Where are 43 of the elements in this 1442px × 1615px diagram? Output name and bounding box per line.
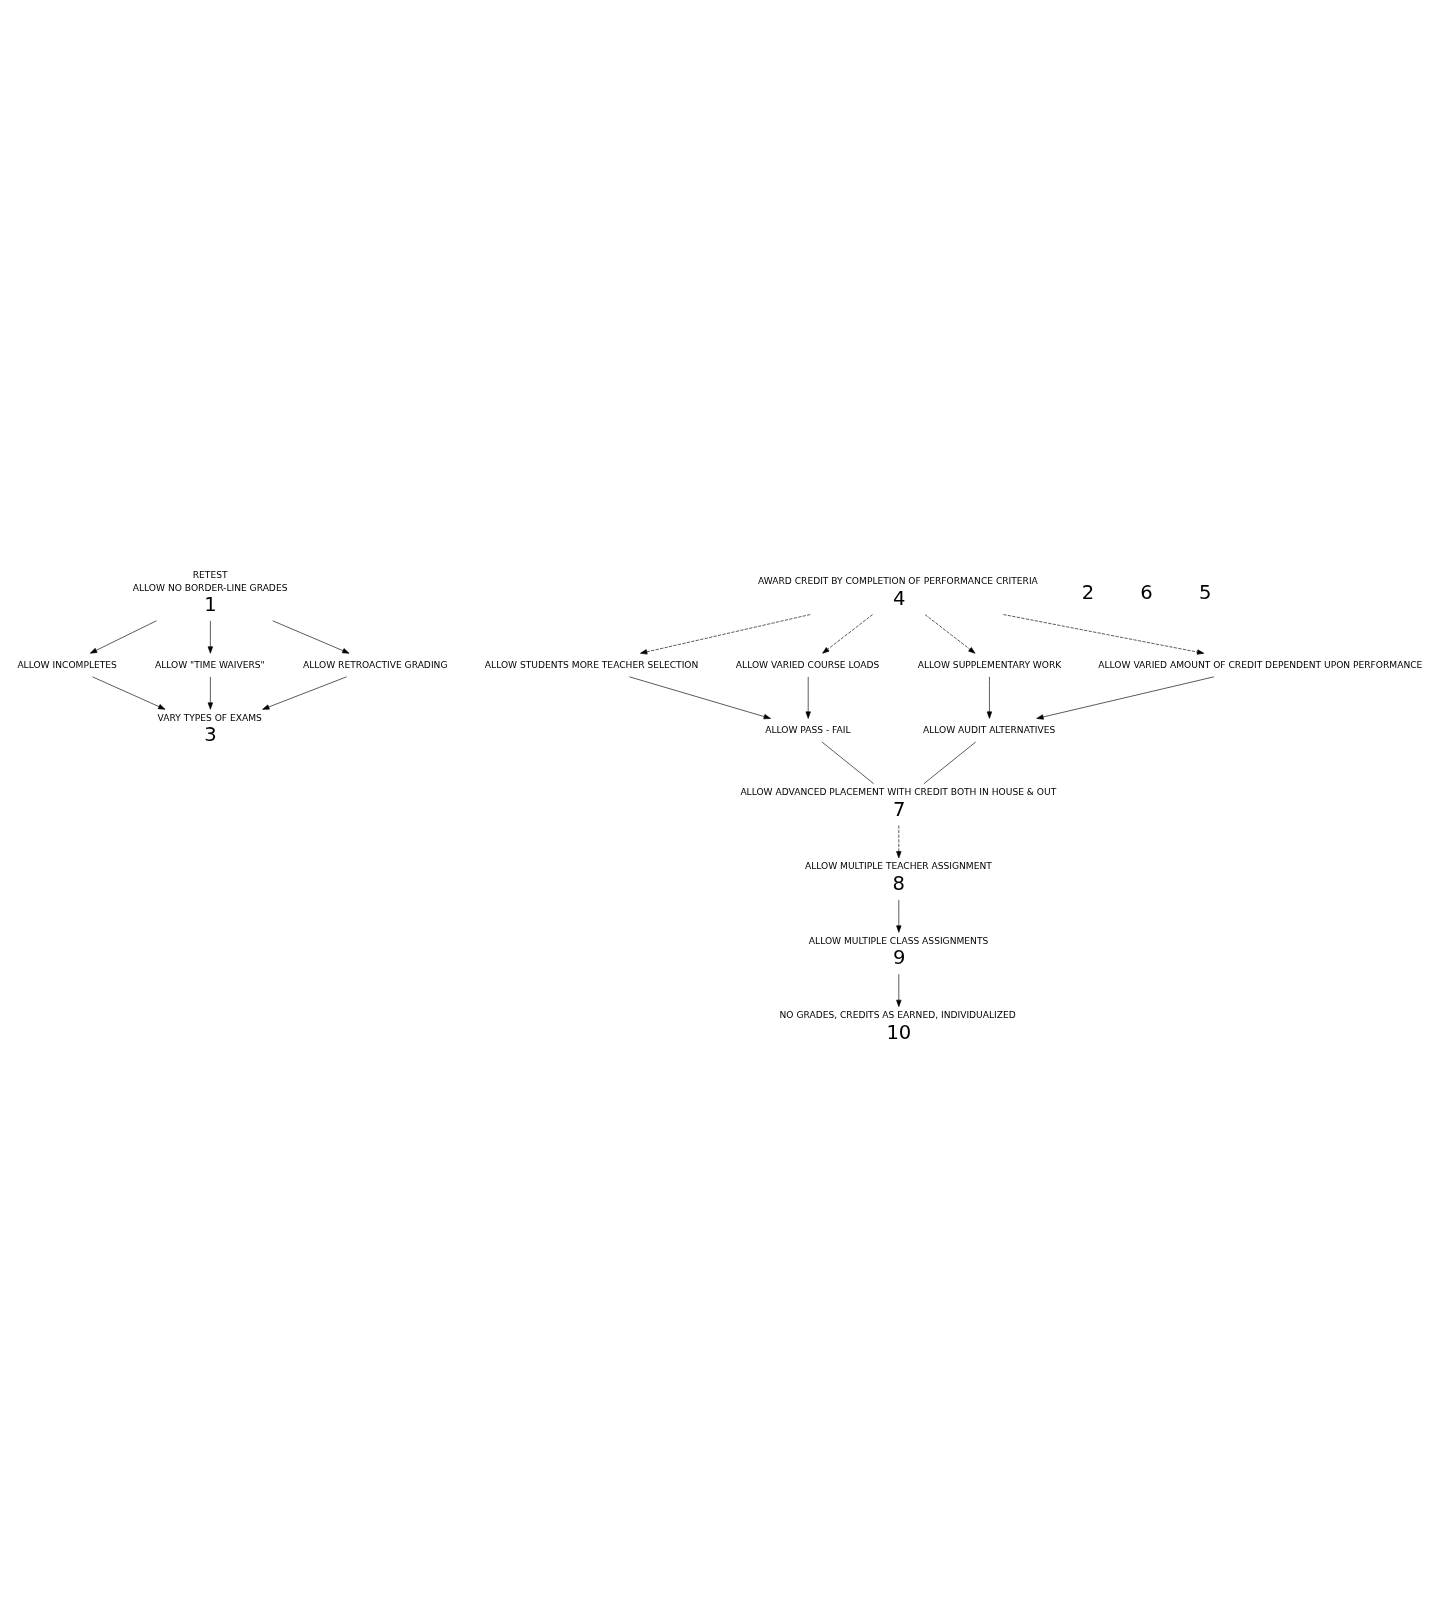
node-label: 3 bbox=[204, 723, 217, 747]
arrow bbox=[1036, 676, 1215, 720]
node-text: ALLOW MULTIPLE TEACHER ASSIGNMENT bbox=[804, 861, 992, 872]
node-text: VARY TYPES OF EXAMS bbox=[157, 712, 262, 723]
node-label: 9 bbox=[892, 946, 906, 970]
node-label: 10 bbox=[886, 1020, 912, 1044]
arrow bbox=[896, 899, 902, 933]
node-text: ALLOW VARIED COURSE LOADS bbox=[735, 659, 880, 670]
arrow bbox=[822, 614, 873, 654]
node-text: AWARD CREDIT BY COMPLETION OF PERFORMANCE CRITERIA bbox=[758, 576, 1038, 587]
arrow bbox=[207, 620, 213, 654]
label: 5 bbox=[1199, 580, 1212, 604]
label: 6 bbox=[1140, 580, 1153, 604]
arrow bbox=[805, 676, 811, 719]
node-text: ALLOW AUDIT ALTERNATIVES bbox=[922, 724, 1056, 735]
node-text: ALLOW "TIME WAIVERS" bbox=[154, 659, 265, 670]
node-label: 1 bbox=[204, 593, 217, 617]
node-text: ALLOW ADVANCED PLACEMENT WITH CREDIT BOTH IN HOUSE & OUT bbox=[740, 786, 1057, 797]
label: 2 bbox=[1081, 580, 1095, 604]
arrow bbox=[89, 620, 157, 654]
node-text: RETEST ALLOW NO BORDER-LINE GRADES bbox=[132, 570, 288, 593]
arrow bbox=[262, 676, 347, 710]
arrow bbox=[92, 676, 166, 710]
node-text: NO GRADES, CREDITS AS EARNED, INDIVIDUALIZED bbox=[779, 1009, 1016, 1020]
node-label: 4 bbox=[892, 586, 906, 610]
node-text: ALLOW SUPPLEMENTARY WORK bbox=[917, 659, 1062, 670]
arrow bbox=[896, 973, 902, 1007]
node-text: ALLOW VARIED AMOUNT OF CREDIT DEPENDENT UPON PERFORMANCE bbox=[1098, 659, 1423, 670]
node-text: ALLOW PASS - FAIL bbox=[765, 724, 851, 735]
arrow bbox=[272, 620, 350, 654]
arrow bbox=[986, 676, 993, 719]
node-text: ALLOW STUDENTS MORE TEACHER SELECTION bbox=[484, 659, 699, 670]
arrow bbox=[629, 676, 771, 720]
arrow bbox=[1003, 614, 1205, 655]
arrow bbox=[924, 614, 976, 654]
arrow bbox=[896, 825, 902, 859]
node-text: ALLOW INCOMPLETES bbox=[17, 659, 117, 670]
node-text: ALLOW RETROACTIVE GRADING bbox=[302, 659, 448, 670]
arrow bbox=[640, 614, 811, 655]
node-label: 8 bbox=[892, 871, 906, 895]
arrow bbox=[207, 676, 213, 710]
node-label: 7 bbox=[892, 797, 906, 821]
node-text: ALLOW MULTIPLE CLASS ASSIGNMENTS bbox=[808, 935, 989, 946]
